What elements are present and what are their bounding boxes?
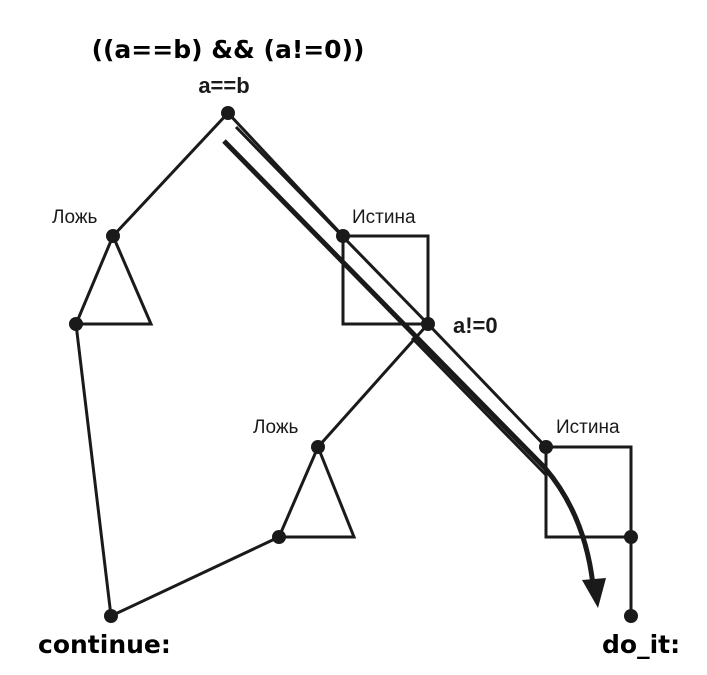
node-root xyxy=(221,106,235,120)
true-branch-label-2: Истина xyxy=(556,417,620,438)
false-subtree-triangle-2 xyxy=(276,443,357,539)
node-true2-exit xyxy=(624,530,638,544)
node-false2-exit xyxy=(272,530,286,544)
expression-title: ((a==b) && (a!=0)) xyxy=(92,35,365,64)
edge-cond2-to-false2 xyxy=(316,323,430,448)
edge-root-to-false1 xyxy=(111,111,230,238)
edge-cond2-to-true2-outer xyxy=(426,322,548,449)
edge-root-to-true1-inner xyxy=(234,125,430,326)
condition-label-a-eq-b: a==b xyxy=(198,73,249,98)
false-branch-label-2: Ложь xyxy=(253,417,299,438)
node-false1 xyxy=(106,229,120,243)
continue-label: continue: xyxy=(38,630,171,659)
edge-cond2-to-true2-inner xyxy=(410,336,548,477)
true-subtree-box-1 xyxy=(341,234,430,326)
node-do-it xyxy=(624,609,638,623)
node-false1-exit xyxy=(69,317,83,331)
node-continue xyxy=(104,609,118,623)
execution-path-arrowhead xyxy=(582,578,606,608)
do-it-label: do_it: xyxy=(602,630,680,659)
edge-to-continue xyxy=(74,323,280,619)
true-branch-label-1: Истина xyxy=(352,207,416,228)
node-false2 xyxy=(311,440,325,454)
node-cond2 xyxy=(421,317,435,331)
node-true2 xyxy=(539,440,553,454)
false-branch-label-1: Ложь xyxy=(52,207,98,228)
execution-path-arrow xyxy=(222,139,596,586)
node-true1 xyxy=(336,229,350,243)
true-subtree-box-2 xyxy=(544,445,633,539)
false-subtree-triangle-1 xyxy=(73,232,154,326)
condition-label-a-ne-0: a!=0 xyxy=(453,313,498,338)
